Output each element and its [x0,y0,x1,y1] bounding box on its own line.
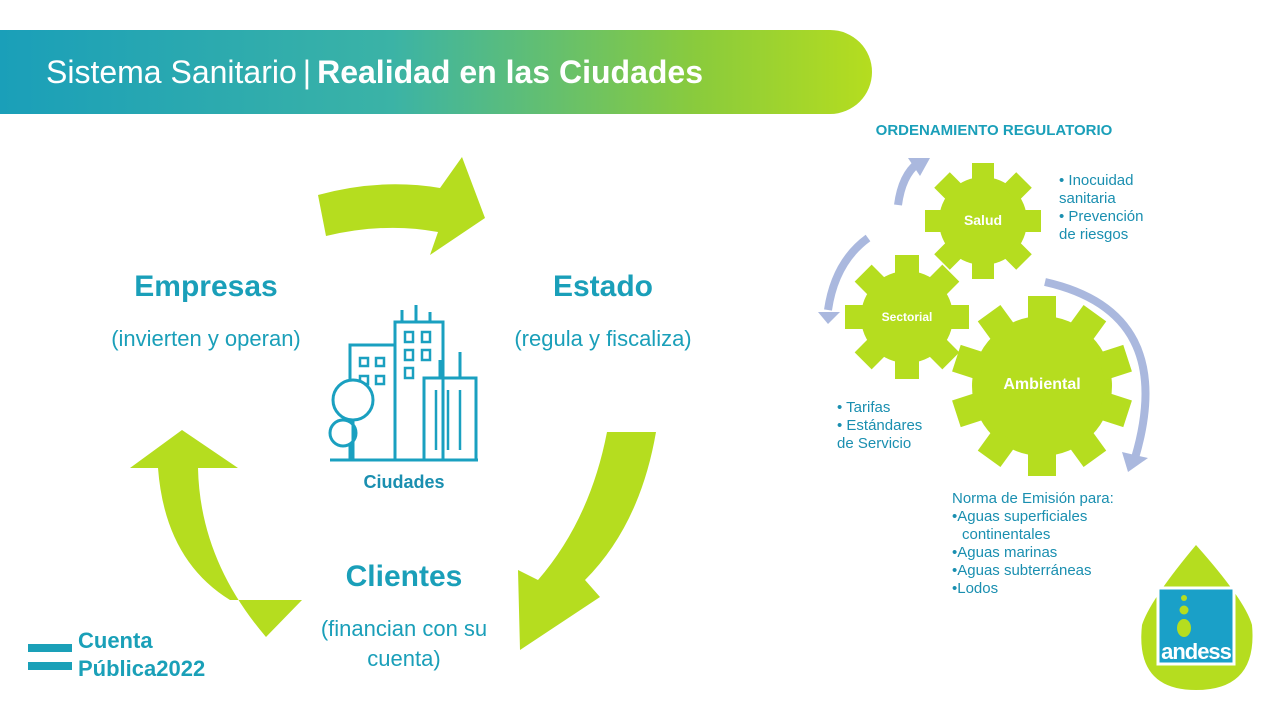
gear-sectorial [845,255,969,379]
regulatory-heading: ORDENAMIENTO REGULATORIO [875,122,1113,139]
hashtag-line1: Cuenta [78,628,153,653]
gear-salud [925,163,1041,279]
ambiental-bullet-line: continentales [962,526,1051,543]
ambiental-bullet-line: •Aguas marinas [952,544,1058,561]
clientes-title: Clientes [345,560,463,593]
gear-sectorial-label: Sectorial [881,310,933,324]
title-bold: Realidad en las Ciudades [317,54,703,90]
gear-ambiental [952,296,1132,476]
sectorial-bullets: • Tarifas • Estándares de Servicio [837,399,957,453]
arrow-estado-to-clientes [518,432,656,650]
arrow-clientes-to-empresas [130,430,302,637]
ambiental-heading: Norma de Emisión para: [952,490,1114,507]
clientes-subtitle-line2: cuenta) [367,646,441,671]
ambiental-bullet-line: •Aguas superficiales [952,508,1088,525]
logo-text: andess [1161,639,1232,664]
sectorial-bullet-line: de Servicio [837,435,912,452]
title-separator: | [302,54,312,90]
sectorial-bullet-line: • Estándares [837,417,923,434]
ambiental-bullet-line: •Aguas subterráneas [952,562,1092,579]
ciudades-label: Ciudades [363,472,445,492]
clientes-subtitle-line1: (financian con su [320,616,488,641]
salud-bullet-line: • Prevención [1059,208,1144,225]
salud-bullet-line: • Inocuidad [1059,172,1134,189]
salud-bullet-line: sanitaria [1059,190,1116,207]
page-title: Sistema Sanitario|Realidad en las Ciudad… [46,30,703,114]
ambiental-bullets: Norma de Emisión para: •Aguas superficia… [952,490,1152,598]
empresas-title: Empresas [134,270,278,303]
title-banner: Sistema Sanitario|Realidad en las Ciudad… [0,30,872,114]
arrow-empresas-to-estado [318,157,485,255]
cycle-arrows [130,157,656,650]
title-light: Sistema Sanitario [46,54,297,90]
hashtag-icon [28,644,72,670]
estado-subtitle: (regula y fiscaliza) [514,326,692,351]
gear-ambiental-label: Ambiental [1003,376,1081,393]
hashtag-line2: Pública2022 [78,656,206,681]
salud-bullets: • Inocuidad sanitaria • Prevención de ri… [1059,172,1179,244]
empresas-subtitle: (invierten y operan) [111,326,301,351]
gear-salud-label: Salud [963,212,1003,228]
regulatory-arrow-heads [818,158,1148,472]
salud-bullet-line: de riesgos [1059,226,1129,243]
city-icon [328,305,478,462]
estado-title: Estado [552,270,654,303]
ambiental-bullet-line: •Lodos [952,580,999,597]
sectorial-bullet-line: • Tarifas [837,399,891,416]
andess-logo [1141,545,1253,690]
